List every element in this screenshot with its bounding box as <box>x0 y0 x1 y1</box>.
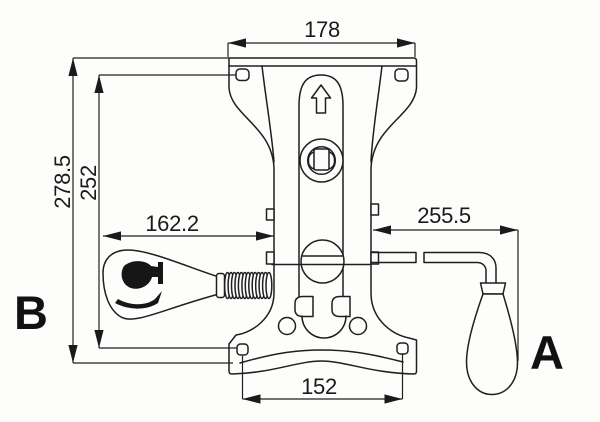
plate-outline <box>228 57 418 375</box>
handle-collar <box>479 282 507 295</box>
bottom-left-hole <box>236 343 249 356</box>
dimension-hole-spacing-vertical: 252 <box>76 74 237 349</box>
knob-body <box>102 249 220 320</box>
right-d-cutout <box>331 295 351 318</box>
bottom-right-hole <box>396 342 409 355</box>
dim-label-overall-height: 278.5 <box>50 155 75 209</box>
mechanism-plate <box>228 57 418 375</box>
brand-logo <box>115 261 163 309</box>
center-semicircle <box>301 315 347 339</box>
knob-collar <box>215 272 226 299</box>
top-left-slot-hole <box>235 68 250 82</box>
dim-label-right-lever-length: 255.5 <box>417 203 471 228</box>
bottom-fold-line <box>239 349 404 364</box>
up-arrow-icon <box>310 84 332 114</box>
part-label-b: B <box>14 286 48 339</box>
dimension-left-knob-length: 162.2 <box>103 211 274 241</box>
left-lower-tab <box>265 251 275 265</box>
right-small-hole <box>348 316 368 336</box>
center-rib <box>298 74 344 298</box>
part-label-a: A <box>530 326 564 379</box>
dimension-overall-height: 278.5 <box>50 57 233 364</box>
left-tension-knob <box>102 249 273 320</box>
left-upper-tab <box>265 208 275 221</box>
dimension-right-lever-length: 255.5 <box>373 203 519 361</box>
dim-label-bottom-hole-spacing: 152 <box>301 374 337 399</box>
lower-cutouts <box>277 295 368 339</box>
lever-rod-segment-2 <box>423 251 497 284</box>
dim-label-left-knob-length: 162.2 <box>145 211 199 236</box>
dim-label-top-width: 178 <box>304 17 340 42</box>
dimension-bottom-hole-spacing: 152 <box>241 354 404 404</box>
dim-label-hole-spacing-vertical: 252 <box>76 165 101 201</box>
top-right-slot-hole <box>394 68 409 82</box>
dimension-top-width: 178 <box>227 17 416 57</box>
right-upper-tab <box>370 203 380 216</box>
right-fold-curve <box>370 65 383 163</box>
left-small-hole <box>277 316 297 336</box>
left-fold-curve <box>261 65 275 163</box>
lever-rod-segment-1 <box>370 251 417 264</box>
shaft-boss <box>271 239 372 284</box>
coil-spring <box>223 271 273 300</box>
right-lever-handle <box>370 251 519 396</box>
handle-grip <box>465 293 519 396</box>
spindle-boss <box>299 138 344 183</box>
left-d-cutout <box>294 295 314 318</box>
square-socket <box>313 148 330 171</box>
